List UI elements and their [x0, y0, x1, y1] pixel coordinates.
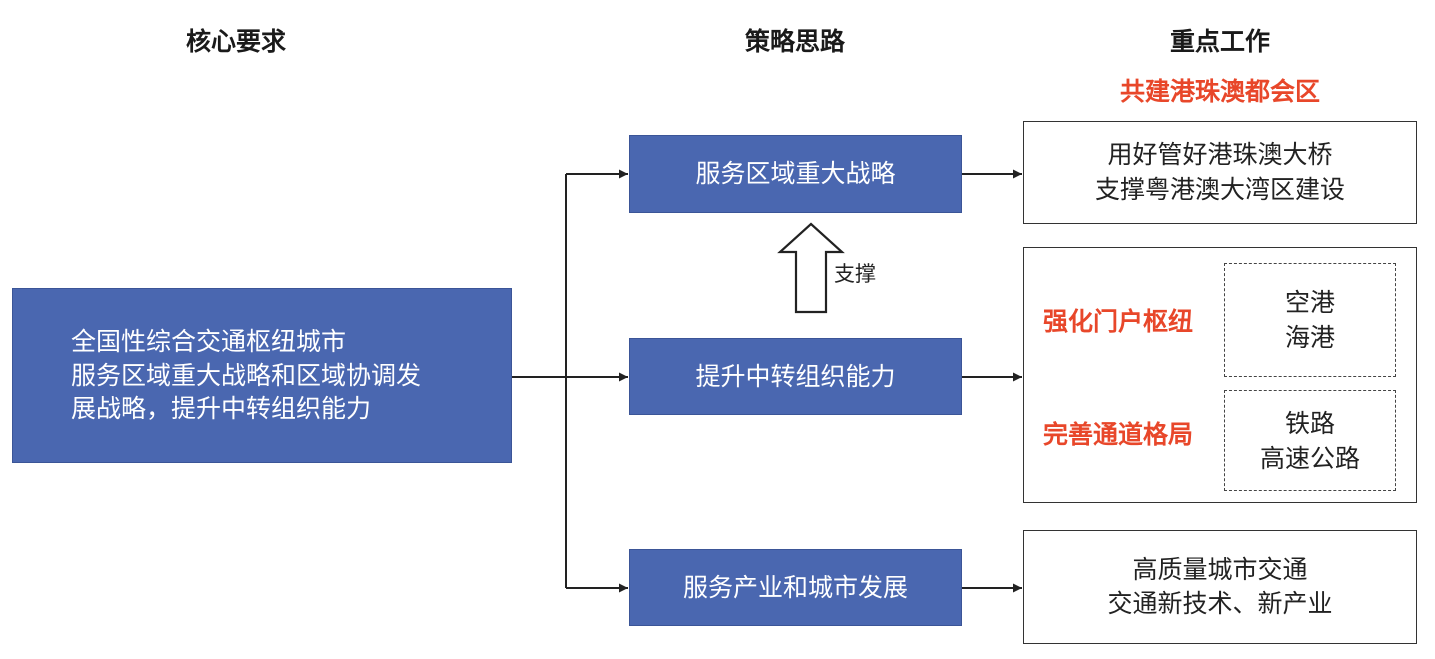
- core-line-3: 展战略，提升中转组织能力: [71, 394, 372, 424]
- header-key-work: 重点工作: [1169, 27, 1270, 56]
- work-bottom-line-2: 交通新技术、新产业: [1107, 589, 1333, 618]
- work-top-line-2: 支撑粤港澳大湾区建设: [1094, 174, 1345, 204]
- core-requirement-text: 全国性综合交通枢纽城市 服务区域重大战略和区域协调发 展战略，提升中转组织能力: [71, 325, 421, 426]
- support-label: 支撑: [834, 262, 876, 286]
- header-strategy: 策略思路: [744, 27, 845, 56]
- work-group-2-item-2: 高速公路: [1259, 443, 1360, 473]
- strategy-box-1: 服务区域重大战略: [629, 135, 962, 213]
- work-group-2-items: 铁路 高速公路: [1224, 390, 1396, 491]
- core-line-1: 全国性综合交通枢纽城市: [71, 326, 347, 356]
- work-box-top: 用好管好港珠澳大桥 支撑粤港澳大湾区建设: [1023, 121, 1417, 224]
- support-up-arrow: [777, 222, 845, 314]
- work-group-2-label: 完善通道格局: [1043, 420, 1194, 449]
- work-top-line-1: 用好管好港珠澳大桥: [1107, 140, 1333, 169]
- core-line-2: 服务区域重大战略和区域协调发: [71, 360, 422, 390]
- header-core-requirements: 核心要求: [185, 27, 286, 56]
- work-box-bottom: 高质量城市交通 交通新技术、新产业: [1023, 530, 1417, 644]
- work-group-2-item-1: 铁路: [1284, 408, 1335, 438]
- core-requirement-box: 全国性综合交通枢纽城市 服务区域重大战略和区域协调发 展战略，提升中转组织能力: [12, 288, 512, 463]
- header-key-work-subtitle: 共建港珠澳都会区: [1119, 77, 1320, 106]
- work-bottom-line-1: 高质量城市交通: [1132, 554, 1308, 584]
- strategy-box-2: 提升中转组织能力: [629, 338, 962, 415]
- work-group-1-items: 空港 海港: [1224, 263, 1396, 377]
- work-group-1-item-2: 海港: [1284, 323, 1335, 352]
- work-group-1-label: 强化门户枢纽: [1043, 307, 1194, 336]
- work-group-1-item-1: 空港: [1284, 288, 1335, 317]
- strategy-box-3: 服务产业和城市发展: [629, 549, 962, 626]
